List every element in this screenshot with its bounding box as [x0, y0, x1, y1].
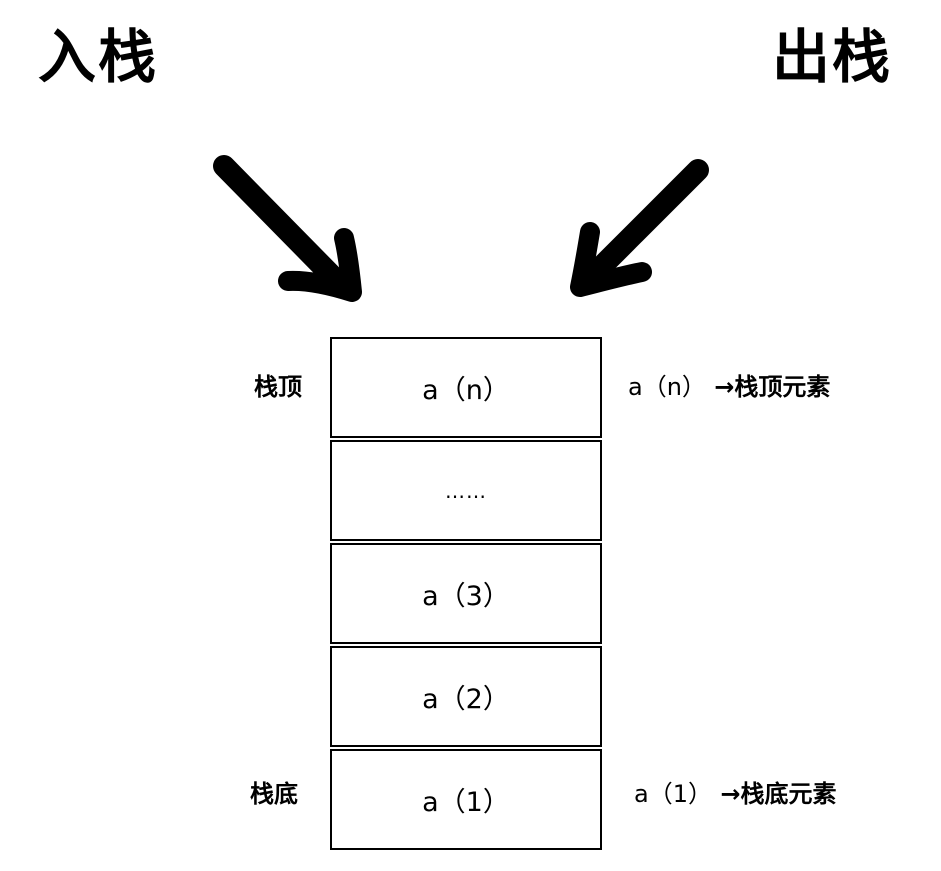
bottom-element-value: a（1）: [634, 780, 712, 808]
stack-cell-2: a（2）: [330, 646, 602, 747]
bottom-element-annotation: a（1） →栈底元素: [634, 782, 836, 806]
pop-arrow-icon: [570, 159, 709, 297]
push-heading: 入栈: [38, 23, 159, 91]
stack-cell-ellipsis: ……: [330, 440, 602, 541]
bottom-element-text: →栈底元素: [720, 780, 837, 808]
top-element-value: a（n）: [628, 373, 706, 401]
stack-cell-3: a（3）: [330, 543, 602, 644]
top-element-text: →栈顶元素: [714, 373, 831, 401]
stack-cell-label: ……: [445, 478, 487, 503]
stack-cell-label: a（3）: [422, 581, 510, 612]
stack-cell-label: a（1）: [422, 787, 510, 818]
stack-cell-bottom: a（1）: [330, 749, 602, 850]
stack-cell-label: a（2）: [422, 684, 510, 715]
stack: a（n） …… a（3） a（2） a（1）: [330, 337, 602, 850]
pop-heading: 出栈: [772, 23, 893, 91]
push-arrow-icon: [213, 155, 362, 302]
stack-top-label: 栈顶: [254, 373, 302, 401]
stack-bottom-label: 栈底: [250, 780, 298, 808]
top-element-annotation: a（n） →栈顶元素: [628, 375, 830, 399]
stack-cell-label: a（n）: [422, 375, 510, 406]
stack-cell-top: a（n）: [330, 337, 602, 438]
